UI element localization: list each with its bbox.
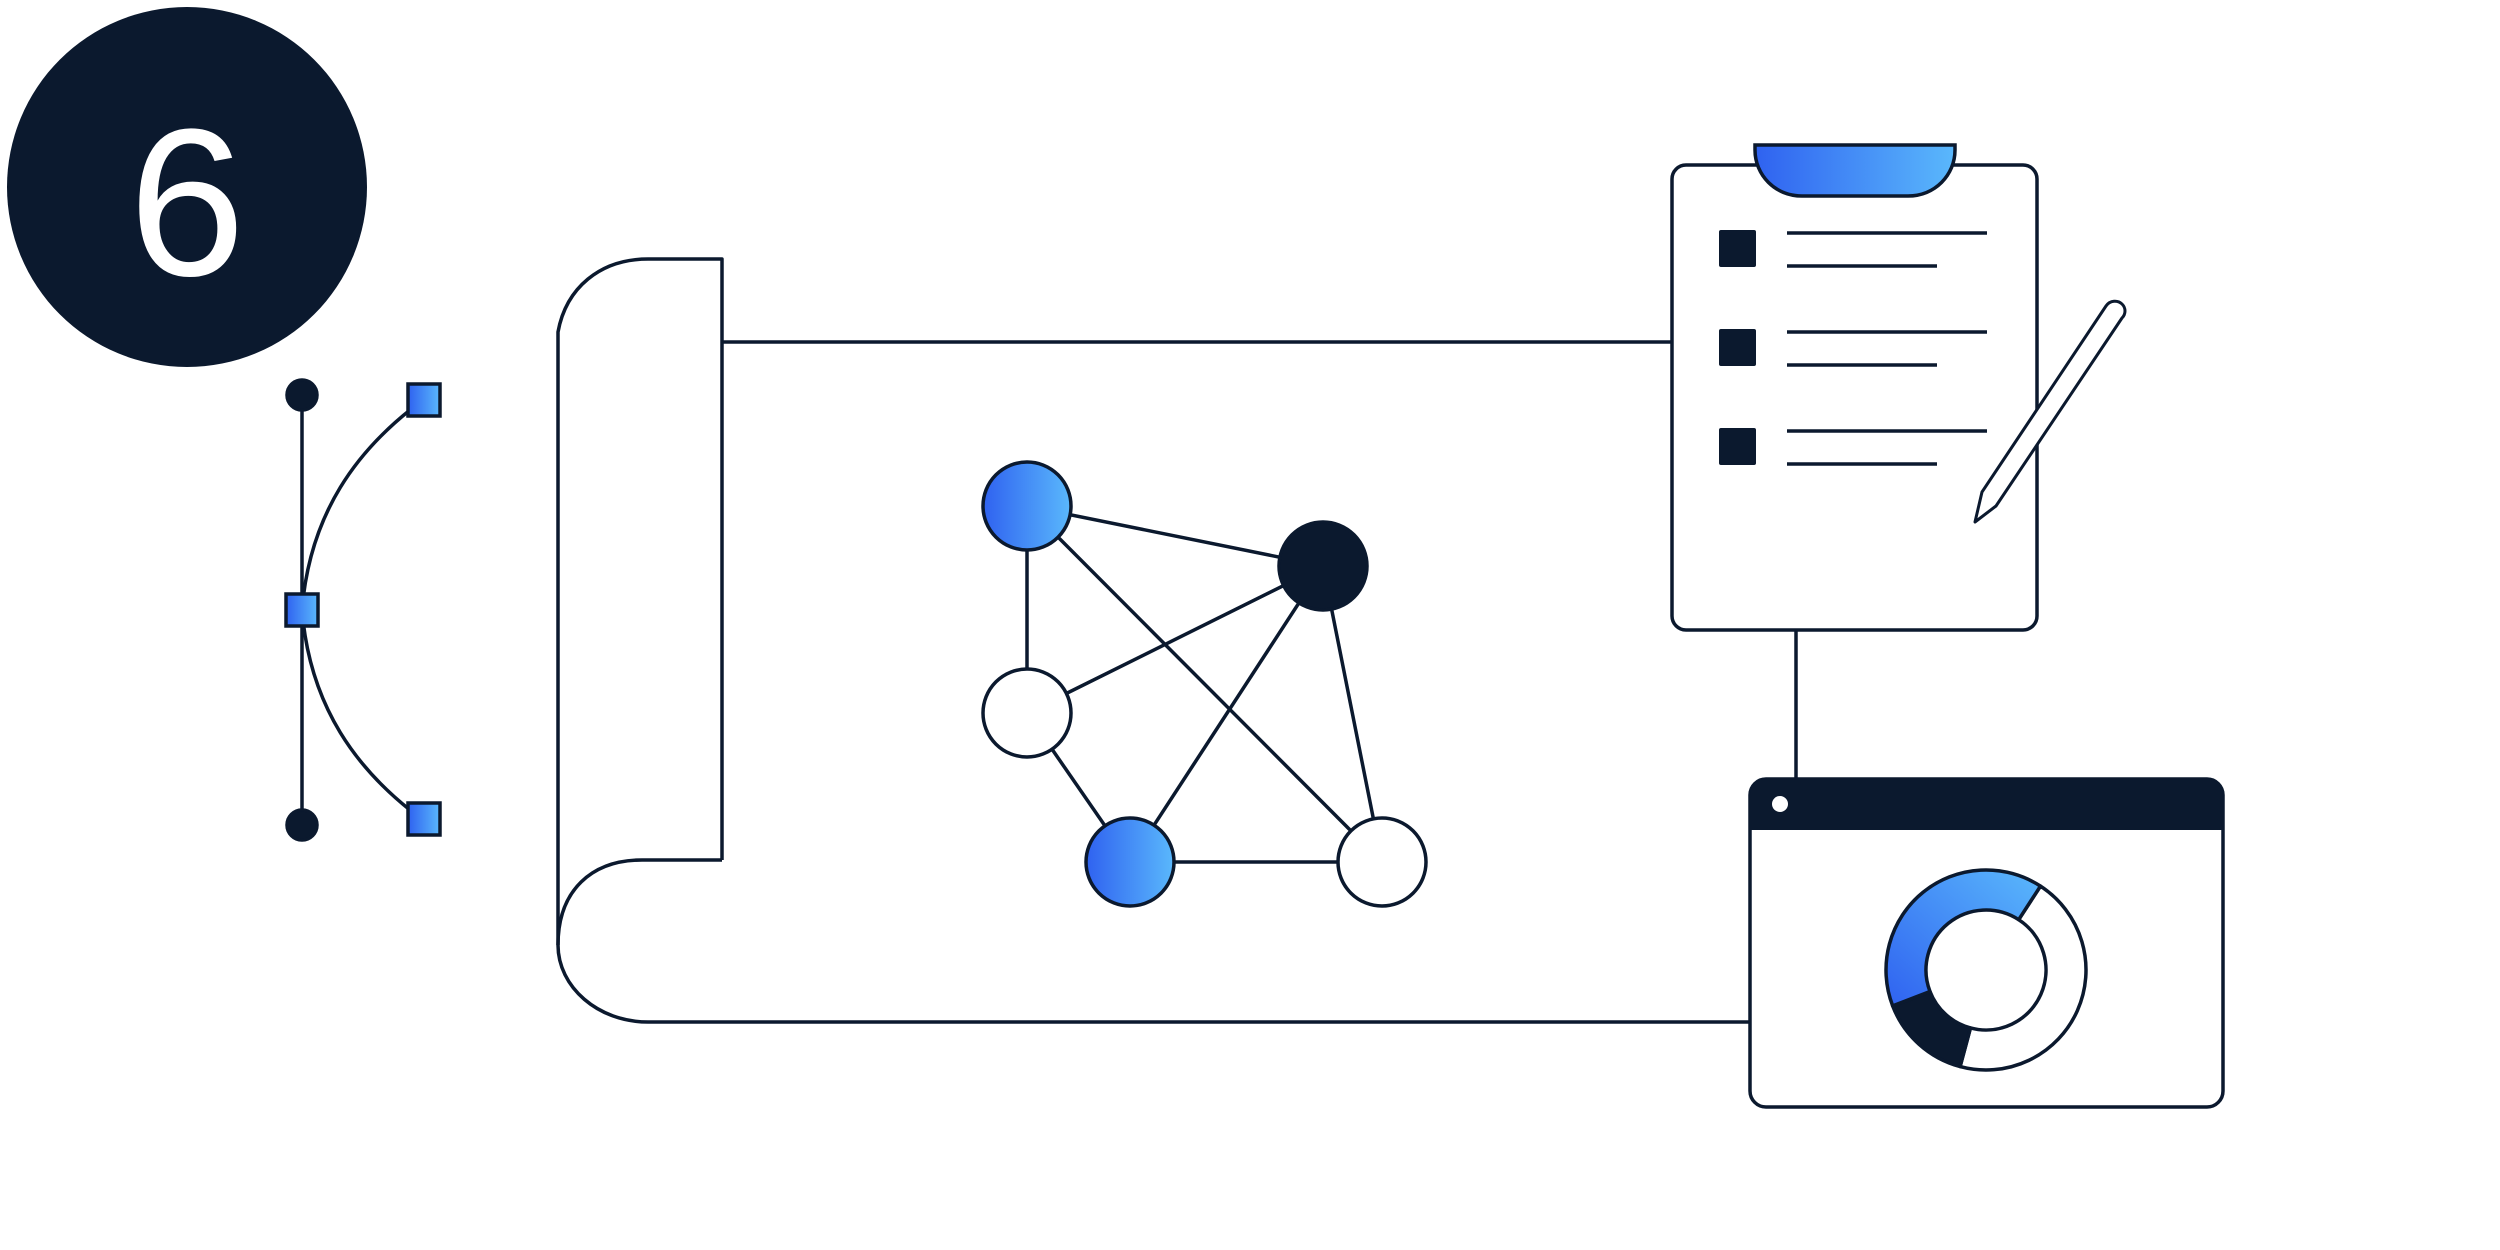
- network-node: [981, 460, 1073, 552]
- network-node: [1084, 816, 1176, 908]
- bezier-curve-lower: [300, 609, 412, 812]
- pencil-icon: [1973, 299, 2127, 524]
- clipboard-clip: [1753, 143, 1957, 198]
- bezier-handle-middle: [284, 592, 320, 628]
- bezier-handle-bottom: [406, 801, 442, 837]
- checklist-checkbox: [1719, 230, 1756, 267]
- checklist-checkbox: [1719, 428, 1756, 465]
- scroll-blueprint-icon: [556, 257, 1750, 1024]
- donut-segment: [1884, 868, 2043, 1008]
- scroll-top-roll: [556, 257, 724, 945]
- bezier-curve-tool-icon: [284, 378, 442, 842]
- network-edge: [1026, 564, 1324, 715]
- dashboard-title-bar: [1750, 779, 2223, 830]
- donut-chart-icon: [1884, 868, 2088, 1072]
- bezier-anchor-bottom: [285, 808, 319, 842]
- badge-number: 6: [129, 85, 246, 320]
- bezier-handle-top: [406, 382, 442, 418]
- scroll-bottom-roll: [556, 858, 1750, 1024]
- dashboard-window-icon: [1748, 777, 2225, 1109]
- checklist: [1719, 230, 1987, 466]
- donut-segment: [1958, 884, 2088, 1072]
- network-edge: [1026, 504, 1324, 568]
- network-edge: [1128, 565, 1325, 863]
- network-node: [981, 667, 1073, 759]
- network-graph-icon: [981, 460, 1428, 908]
- number-badge: 6: [7, 7, 367, 367]
- bezier-anchor-top: [285, 378, 319, 412]
- bezier-curve-upper: [300, 408, 412, 611]
- checklist-checkbox: [1719, 329, 1756, 366]
- clipboard-checklist-icon: [1670, 143, 2039, 632]
- dashboard-window-dot: [1772, 796, 1788, 812]
- network-node: [1336, 816, 1428, 908]
- network-node: [1277, 520, 1369, 612]
- network-nodes: [981, 460, 1428, 908]
- network-edge: [1321, 565, 1384, 863]
- network-edge: [1025, 504, 1384, 864]
